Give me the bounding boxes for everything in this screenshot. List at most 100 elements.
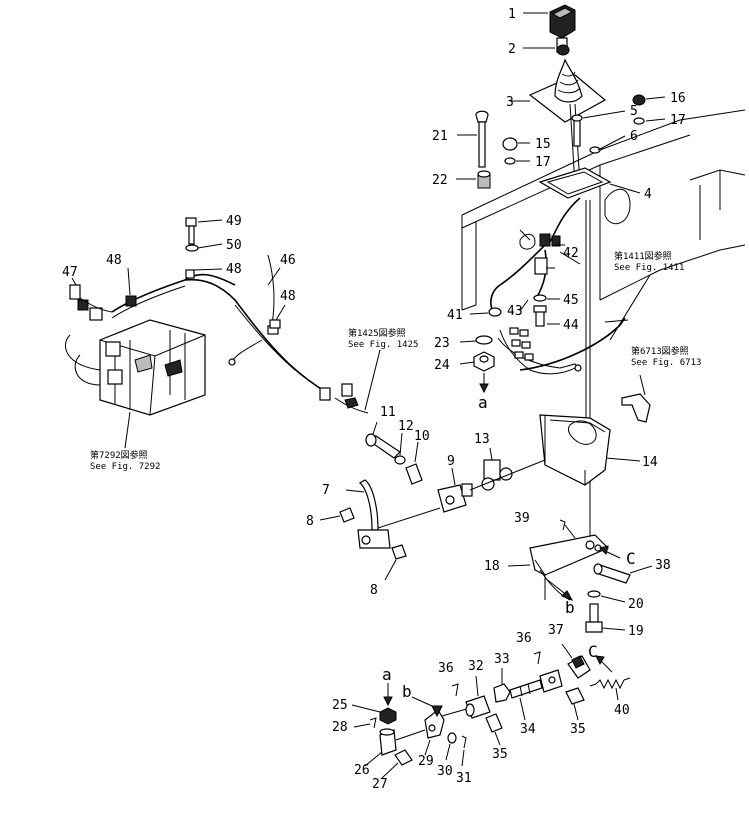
arm-29 xyxy=(395,705,471,756)
label-44: 44 xyxy=(563,318,579,333)
clamp-48-right xyxy=(269,304,286,329)
pin-36-left xyxy=(451,683,459,697)
joint-9 xyxy=(437,467,473,513)
label-43: 43 xyxy=(507,304,523,319)
label-21: 21 xyxy=(432,129,448,144)
fig1425-jp: 第1425図参照 xyxy=(348,327,406,339)
label-39: 39 xyxy=(514,511,530,526)
label-4: 4 xyxy=(644,187,652,202)
label-15: 15 xyxy=(535,137,551,152)
spring-40 xyxy=(589,677,631,701)
label-6: 6 xyxy=(630,129,638,144)
label-41: 41 xyxy=(447,308,463,323)
washer-30-pin-31 xyxy=(445,732,467,767)
label-31: 31 xyxy=(456,771,472,786)
label-46: 46 xyxy=(280,253,296,268)
label-45: 45 xyxy=(563,293,579,308)
wire-harness-46 xyxy=(111,254,331,396)
label-17a: 17 xyxy=(670,113,686,128)
shaft-9-14 xyxy=(469,459,546,491)
leader-lines xyxy=(519,229,581,312)
letter-b-top: b xyxy=(565,598,575,617)
nut-16-washer-17 xyxy=(632,94,666,125)
label-1: 1 xyxy=(508,7,516,22)
label-3: 3 xyxy=(506,95,514,110)
nut-41 xyxy=(469,307,502,317)
clevis-37 xyxy=(561,643,591,679)
fig6713-jp: 第6713図参照 xyxy=(631,345,689,357)
rod-end-26 xyxy=(364,728,397,767)
label-24: 24 xyxy=(434,358,450,373)
arrow-b-bottom xyxy=(411,696,433,707)
bolt-22 xyxy=(456,170,491,189)
cap-15-washer-17 xyxy=(502,137,530,165)
label-36a: 36 xyxy=(438,661,454,676)
fig7292-jp: 第7292図参照 xyxy=(90,449,148,461)
label-9: 9 xyxy=(447,454,455,469)
label-36b: 36 xyxy=(516,631,532,646)
fig7292-en: See Fig. 7292 xyxy=(90,462,160,472)
fig1411-jp: 第1411図参照 xyxy=(614,250,672,262)
pin-35-right xyxy=(565,687,585,721)
connector-letters: a a b b C C xyxy=(382,393,636,701)
switch-wiring xyxy=(490,197,581,375)
label-35a: 35 xyxy=(492,747,508,762)
letter-c-top: C xyxy=(626,549,636,568)
label-10: 10 xyxy=(414,429,430,444)
label-19: 19 xyxy=(628,624,644,639)
letter-a-top: a xyxy=(478,393,488,412)
pin-39 xyxy=(559,519,566,531)
label-12: 12 xyxy=(398,419,414,434)
label-47: 47 xyxy=(62,265,78,280)
nut-33 xyxy=(493,668,511,703)
bracket-18 xyxy=(507,524,610,601)
label-50: 50 xyxy=(226,238,242,253)
label-11: 11 xyxy=(380,405,396,420)
part-number-labels: 1 2 3 4 5 6 7 8 8 9 10 11 12 13 14 15 16… xyxy=(62,7,686,792)
fig1411-en: See Fig. 1411 xyxy=(614,263,684,273)
letter-b-bottom: b xyxy=(402,682,412,701)
label-26: 26 xyxy=(354,763,370,778)
lever-nut xyxy=(523,44,570,56)
bolt-21 xyxy=(457,110,489,168)
block-32 xyxy=(465,675,491,719)
label-42: 42 xyxy=(563,246,579,261)
lever-boot xyxy=(510,58,607,123)
washer-20-bolt-19 xyxy=(585,590,626,633)
clamp-48-left xyxy=(125,267,137,307)
pin-36-right xyxy=(533,651,541,665)
clamp-48-top xyxy=(185,268,223,279)
label-16: 16 xyxy=(670,91,686,106)
harness-end-connectors xyxy=(319,349,381,414)
bolt-38 xyxy=(593,563,653,584)
arrow-c-bottom xyxy=(595,655,613,673)
arrow-c-top xyxy=(599,545,621,559)
bushing-8-upper xyxy=(319,507,355,523)
label-23: 23 xyxy=(434,336,450,351)
bolt-49-washer-50 xyxy=(185,217,223,252)
bushing-8-lower xyxy=(384,544,407,581)
connector-47 xyxy=(69,277,113,321)
label-28: 28 xyxy=(332,720,348,735)
washer-45-bolt-44 xyxy=(533,294,560,327)
pin-35-left xyxy=(485,713,503,746)
nut-25 xyxy=(351,704,397,725)
lever-7 xyxy=(345,479,391,549)
label-48c: 48 xyxy=(280,289,296,304)
label-37: 37 xyxy=(548,623,564,638)
label-8b: 8 xyxy=(370,583,378,598)
label-8a: 8 xyxy=(306,514,314,529)
control-valve xyxy=(65,319,206,449)
label-20: 20 xyxy=(628,597,644,612)
label-7: 7 xyxy=(322,483,330,498)
label-25: 25 xyxy=(332,698,348,713)
label-29: 29 xyxy=(418,754,434,769)
fig1425-en: See Fig. 1425 xyxy=(348,340,418,350)
label-35b: 35 xyxy=(570,722,586,737)
label-33: 33 xyxy=(494,652,510,667)
label-2: 2 xyxy=(508,42,516,57)
screw-5-washer-6 xyxy=(571,110,626,154)
label-49: 49 xyxy=(226,214,242,229)
label-14: 14 xyxy=(642,455,658,470)
